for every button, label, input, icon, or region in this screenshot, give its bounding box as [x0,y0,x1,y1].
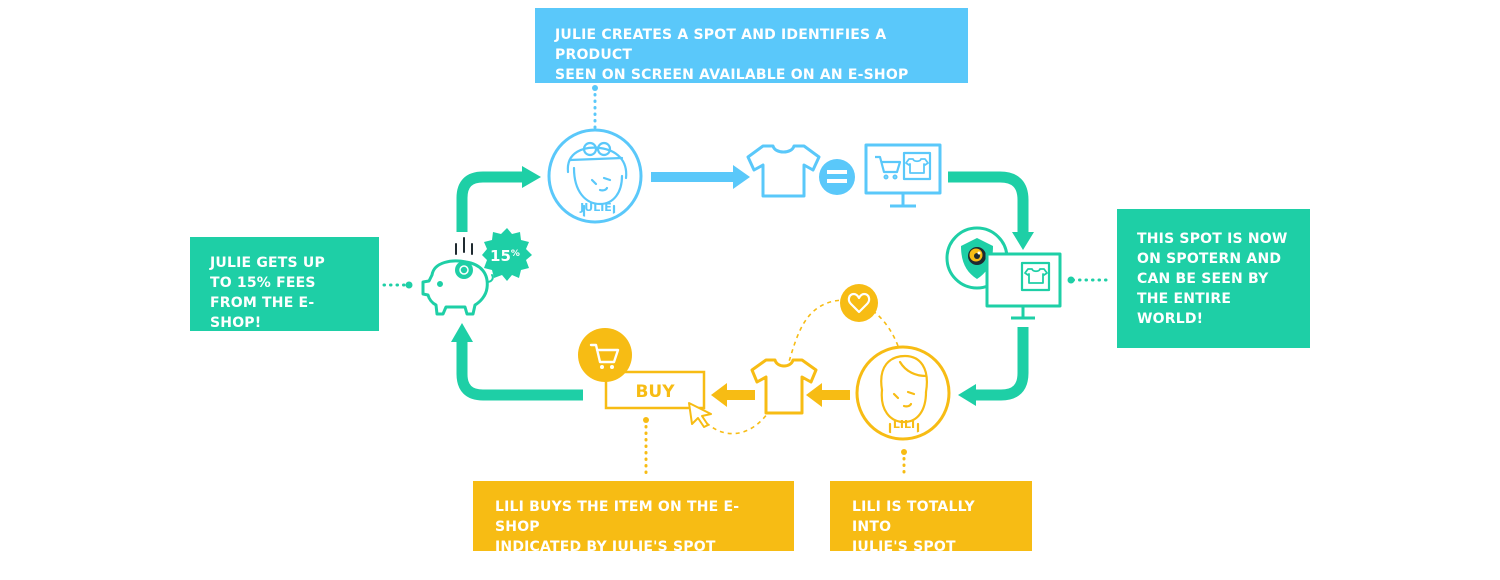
caption-line: INDICATED BY JULIE'S SPOT [495,539,716,555]
caption-line: ON SPOTERN AND [1137,251,1282,267]
arrow-lili-to-shirt [806,383,850,407]
heart-icon [840,284,878,322]
caption-line: FROM THE E-SHOP! [210,295,315,331]
arrowhead-lili [958,384,976,406]
arrow-spotern-to-lili [975,327,1029,401]
equals-icon [819,159,855,195]
fee-badge-number: 15 [490,247,511,265]
caption-line: CAN BE SEEN BY [1137,271,1269,287]
arrow-shop-to-spotern [948,171,1029,232]
caption-line: JULIE'S SPOT [852,539,956,555]
caption-julie-creates-spot: JULIE CREATES A SPOT AND IDENTIFIES A PR… [535,8,968,83]
svg-text:15%: 15% [490,247,520,265]
caption-line: WORLD! [1137,311,1204,327]
lili-label: LILI [893,418,915,431]
caption-line: THIS SPOT IS NOW [1137,231,1288,247]
fee-badge-unit: % [511,249,520,259]
arrow-shirt-to-buy [711,383,755,407]
monitor-shop-icon [864,143,942,208]
tshirt-icon [746,144,821,198]
caption-line: JULIE CREATES A SPOT AND IDENTIFIES A PR… [555,27,887,63]
arrowhead-spotern [1012,232,1034,250]
arrowhead-piggy [451,323,473,342]
heart-curve [701,299,899,435]
caption-line: LILI BUYS THE ITEM ON THE E-SHOP [495,499,740,535]
cycle-arrows [456,171,1029,401]
cart-icon [578,328,632,382]
avatar-julie: JULIE [547,128,643,224]
buy-label: BUY [635,382,675,402]
tshirt-icon-yellow [750,358,818,415]
cursor-icon [688,402,712,428]
monitor-shirt-icon [985,252,1062,320]
caption-line: JULIE GETS UP [210,255,325,271]
buy-box: BUY [604,370,706,410]
caption-line: SEEN ON SCREEN AVAILABLE ON AN E-SHOP [555,67,909,83]
julie-label: JULIE [579,201,612,214]
caption-lili-into-spot: LILI IS TOTALLY INTO JULIE'S SPOT [830,481,1032,555]
caption-line: TO 15% FEES [210,275,316,291]
coin-icon [455,237,473,279]
caption-spot-on-spotern: THIS SPOT IS NOW ON SPOTERN AND CAN BE S… [1117,209,1310,348]
caption-line: THE ENTIRE [1137,291,1232,307]
caption-lili-buys-item: LILI BUYS THE ITEM ON THE E-SHOP INDICAT… [473,481,794,555]
fee-badge: 15% [482,228,532,281]
caption-julie-gets-fees: JULIE GETS UP TO 15% FEES FROM THE E-SHO… [190,237,379,331]
avatar-lili: LILI [855,345,951,441]
arrow-piggy-to-julie [456,171,525,232]
arrow-buy-to-piggy [456,340,583,401]
arrow-julie-to-shirt [651,165,750,189]
caption-line: LILI IS TOTALLY INTO [852,499,975,535]
arrowhead-julie [522,166,541,188]
